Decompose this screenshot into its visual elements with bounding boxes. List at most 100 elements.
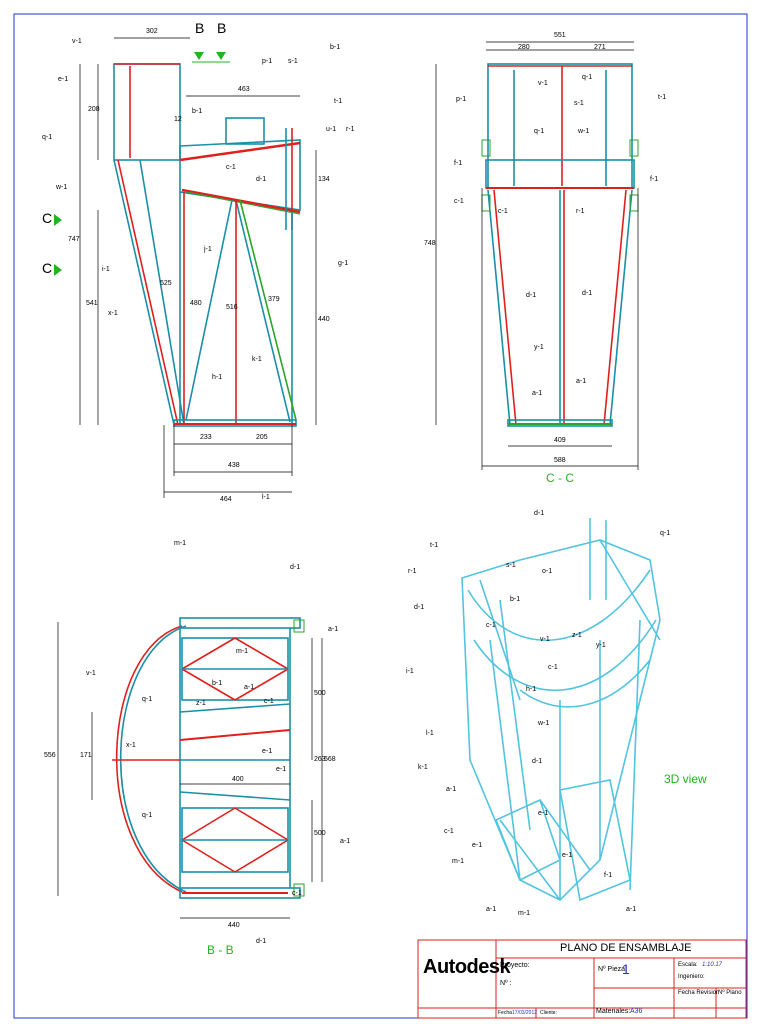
ingeniero-label: Ingeniero: — [678, 974, 705, 980]
pieza-label: Nº Pieza: — [598, 966, 628, 973]
dim-text: 748 — [424, 240, 436, 247]
part-label: e-1 — [562, 852, 573, 859]
drawing-title: PLANO DE ENSAMBLAJE — [560, 942, 692, 954]
dim-text: 500 — [314, 830, 326, 837]
iso-3d-view — [461, 518, 661, 902]
dim-text: 280 — [518, 44, 530, 51]
drawing-frame — [13, 13, 748, 1019]
dim-text: 568 — [324, 756, 336, 763]
dim-text: 233 — [200, 434, 212, 441]
part-label: r-1 — [408, 568, 417, 575]
section-cc-title: C - C — [546, 471, 574, 485]
dim-text: 302 — [146, 28, 158, 35]
part-label: f-1 — [454, 160, 463, 167]
dim-text: 525 — [160, 280, 172, 287]
part-label: a-1 — [576, 378, 587, 385]
part-label: a-1 — [244, 684, 255, 691]
part-label: c-1 — [226, 164, 236, 171]
part-label: z-1 — [572, 632, 582, 639]
part-label: v-1 — [72, 38, 82, 45]
part-label: w-1 — [578, 128, 590, 135]
dim-text: 464 — [220, 496, 232, 503]
part-label: d-1 — [532, 758, 543, 765]
part-label: e-1 — [262, 748, 273, 755]
part-label: q-1 — [42, 134, 53, 141]
part-label: m-1 — [452, 858, 465, 865]
dim-text: 556 — [44, 752, 56, 759]
part-label: l-1 — [426, 730, 434, 737]
part-label: c-1 — [264, 698, 274, 705]
numero-label: Nº : — [500, 980, 512, 987]
part-label: e-1 — [538, 810, 549, 817]
part-label: c-1 — [444, 828, 454, 835]
cliente-label: Cliente: — [540, 1010, 557, 1016]
pieza-value: 1 — [622, 961, 630, 977]
title-block — [417, 939, 747, 1019]
section-bb-title: B - B — [207, 943, 234, 957]
dim-text: 438 — [228, 462, 240, 469]
escala-value: 1:10.17 — [702, 962, 723, 968]
part-label: u-1 — [326, 126, 337, 133]
escala-label: Escala: — [678, 962, 698, 968]
part-label: t-1 — [334, 98, 343, 105]
proyecto-label: Proyecto: — [500, 962, 530, 969]
part-label: d-1 — [256, 938, 267, 945]
part-label: f-1 — [650, 176, 659, 183]
dim-text: 440 — [318, 316, 330, 323]
part-label: s-1 — [288, 58, 298, 65]
dim-text: 12 — [174, 116, 182, 123]
part-label: d-1 — [414, 604, 425, 611]
part-label: s-1 — [506, 562, 516, 569]
dim-text: 541 — [86, 300, 98, 307]
dim-text: 516 — [226, 304, 238, 311]
fecha-label: Fecha — [498, 1010, 512, 1016]
part-label: c-1 — [548, 664, 558, 671]
part-label: v-1 — [86, 670, 96, 677]
dim-text: 409 — [554, 437, 566, 444]
part-label: i-1 — [102, 266, 110, 273]
part-label: p-1 — [456, 96, 467, 103]
dim-text: 440 — [228, 922, 240, 929]
part-label: y-1 — [534, 344, 544, 351]
dim-text: 263 — [314, 756, 326, 763]
part-label: r-1 — [346, 126, 355, 133]
part-label: d-1 — [526, 292, 537, 299]
cut-marker-b-left: B — [195, 20, 205, 36]
iso-view-title: 3D view — [664, 772, 707, 786]
part-label: w-1 — [56, 184, 68, 191]
part-label: s-1 — [574, 100, 584, 107]
materiales-label: Materiales: — [596, 1008, 631, 1015]
part-label: a-1 — [486, 906, 497, 913]
part-label: h-1 — [212, 374, 223, 381]
part-label: t-1 — [430, 542, 439, 549]
part-label: t-1 — [658, 94, 667, 101]
dim-text: 271 — [594, 44, 606, 51]
cut-marker-c-bottom: C — [42, 260, 53, 276]
part-label: e-1 — [276, 766, 287, 773]
fecha-revision-label: Fecha Revision — [678, 990, 720, 996]
part-label: c-1 — [292, 890, 302, 897]
fecha-value: 17/03/2012 — [512, 1010, 538, 1016]
dim-text: 379 — [268, 296, 280, 303]
part-label: a-1 — [446, 786, 457, 793]
part-label: c-1 — [498, 208, 508, 215]
part-label: g-1 — [338, 260, 349, 267]
dim-text: 400 — [232, 776, 244, 783]
part-label: d-1 — [290, 564, 301, 571]
part-label: q-1 — [660, 530, 671, 537]
dim-text: 205 — [256, 434, 268, 441]
part-label: x-1 — [126, 742, 136, 749]
dim-text: 747 — [68, 236, 80, 243]
n-plano-label: Nº Plano — [718, 990, 742, 996]
part-label: q-1 — [534, 128, 545, 135]
part-label: x-1 — [108, 310, 118, 317]
part-label: a-1 — [532, 390, 543, 397]
part-label: k-1 — [418, 764, 428, 771]
dim-text: 463 — [238, 86, 250, 93]
part-label: h-1 — [526, 686, 537, 693]
front-elevation-view — [54, 37, 317, 498]
cut-marker-b-right: B — [217, 20, 227, 36]
dim-text: 134 — [318, 176, 330, 183]
part-label: v-1 — [538, 80, 548, 87]
